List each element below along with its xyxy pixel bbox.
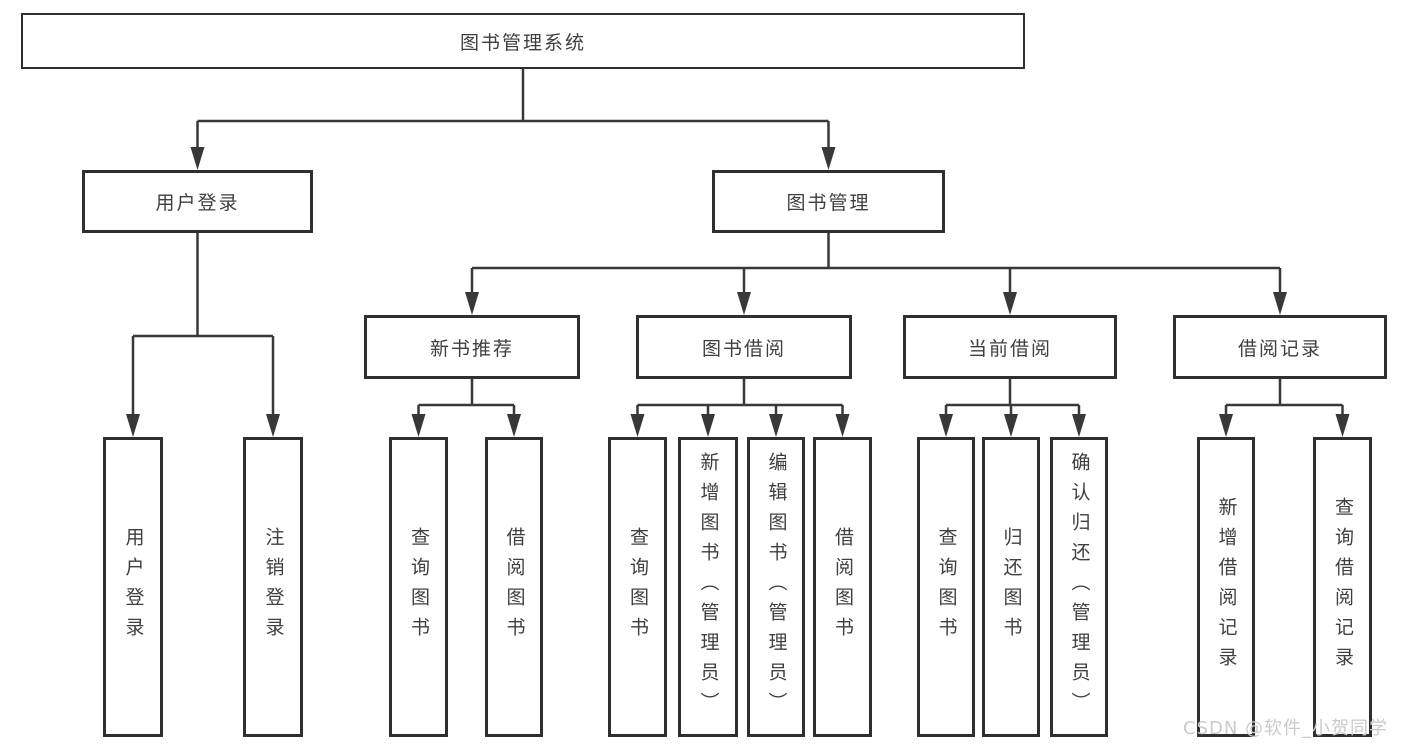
node-user-login: 用户登录 xyxy=(82,170,313,233)
node-book-management: 图书管理 xyxy=(712,170,945,233)
leaf-query-book-3-label: 查询图书 xyxy=(935,527,958,647)
leaf-borrow-book-2-label: 借阅图书 xyxy=(832,527,854,647)
node-new-book-recommend: 新书推荐 xyxy=(364,315,580,379)
node-borrow-record: 借阅记录 xyxy=(1173,315,1387,379)
leaf-add-borrow-record-label: 新增借阅记录 xyxy=(1215,497,1238,677)
leaf-add-book-admin-label: 新增图书（管理员） xyxy=(697,452,720,722)
leaf-query-book-1: 查询图书 xyxy=(389,437,448,737)
node-book-borrow: 图书借阅 xyxy=(636,315,852,379)
leaf-edit-book-admin: 编辑图书（管理员） xyxy=(747,437,805,737)
leaf-query-book-1-label: 查询图书 xyxy=(408,527,430,647)
leaf-query-book-2: 查询图书 xyxy=(608,437,667,737)
leaf-confirm-return-admin: 确认归还（管理员） xyxy=(1050,437,1108,737)
leaf-logout-login-label: 注销登录 xyxy=(262,527,285,647)
csdn-watermark: CSDN @软件_小贺同学 xyxy=(1183,718,1389,739)
leaf-logout-login: 注销登录 xyxy=(243,437,303,737)
leaf-user-login: 用户登录 xyxy=(103,437,163,737)
leaf-confirm-return-admin-label: 确认归还（管理员） xyxy=(1068,452,1091,722)
leaf-query-borrow-record: 查询借阅记录 xyxy=(1313,437,1372,737)
leaf-query-book-3: 查询图书 xyxy=(917,437,975,737)
node-library-management-system: 图书管理系统 xyxy=(21,13,1025,69)
leaf-add-book-admin: 新增图书（管理员） xyxy=(678,437,738,737)
leaf-return-book: 归还图书 xyxy=(982,437,1040,737)
leaf-query-borrow-record-label: 查询借阅记录 xyxy=(1332,497,1354,677)
leaf-borrow-book-1: 借阅图书 xyxy=(485,437,543,737)
leaf-edit-book-admin-label: 编辑图书（管理员） xyxy=(765,452,788,722)
leaf-add-borrow-record: 新增借阅记录 xyxy=(1197,437,1255,737)
leaf-borrow-book-1-label: 借阅图书 xyxy=(503,527,526,647)
node-current-borrow: 当前借阅 xyxy=(903,315,1117,379)
leaf-return-book-label: 归还图书 xyxy=(1000,527,1023,647)
leaf-user-login-label: 用户登录 xyxy=(122,527,145,647)
leaf-query-book-2-label: 查询图书 xyxy=(627,527,649,647)
leaf-borrow-book-2: 借阅图书 xyxy=(813,437,872,737)
